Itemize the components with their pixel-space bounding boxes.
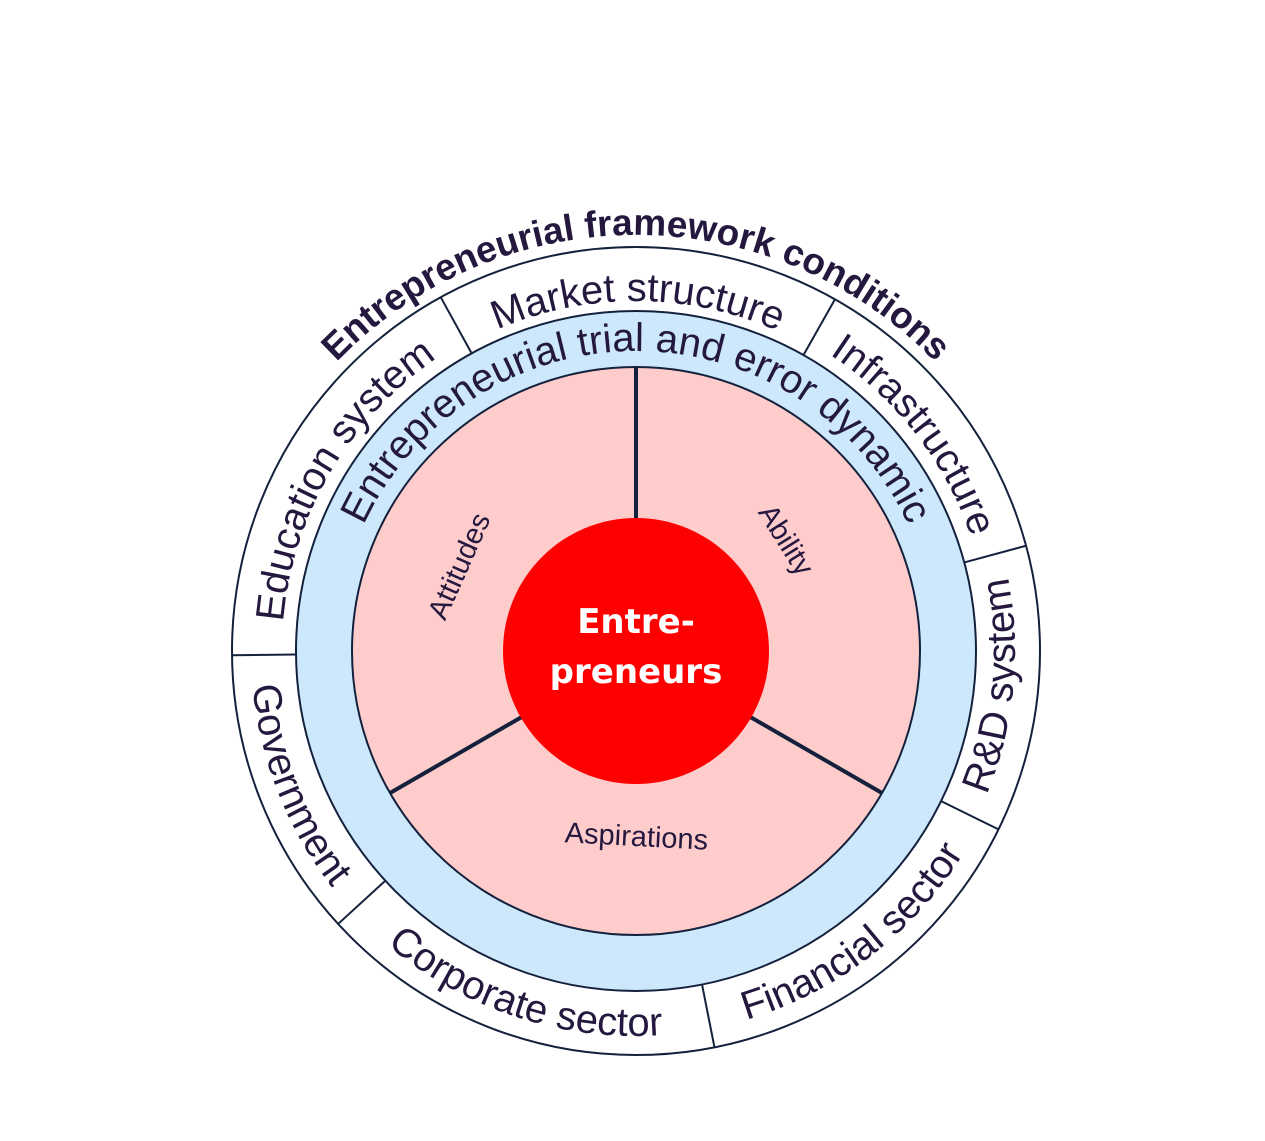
condition-divider (701, 984, 716, 1048)
condition-divider (232, 653, 297, 657)
segment-label-aspirations: Aspirations (564, 817, 709, 856)
entrepreneurs-circle (503, 518, 769, 784)
condition-divider (439, 296, 473, 354)
condition-divider (802, 298, 836, 356)
framework-condition-dividers (232, 296, 1027, 1048)
condition-divider (940, 800, 999, 831)
center-label-line1: Entre- (577, 602, 695, 642)
condition-divider (964, 544, 1027, 564)
segment-spoke (389, 713, 527, 795)
condition-divider (337, 879, 387, 925)
segment-spoke (745, 713, 883, 795)
inner-segment-spokes (389, 367, 883, 795)
center-label-line2: preneurs (550, 652, 723, 692)
